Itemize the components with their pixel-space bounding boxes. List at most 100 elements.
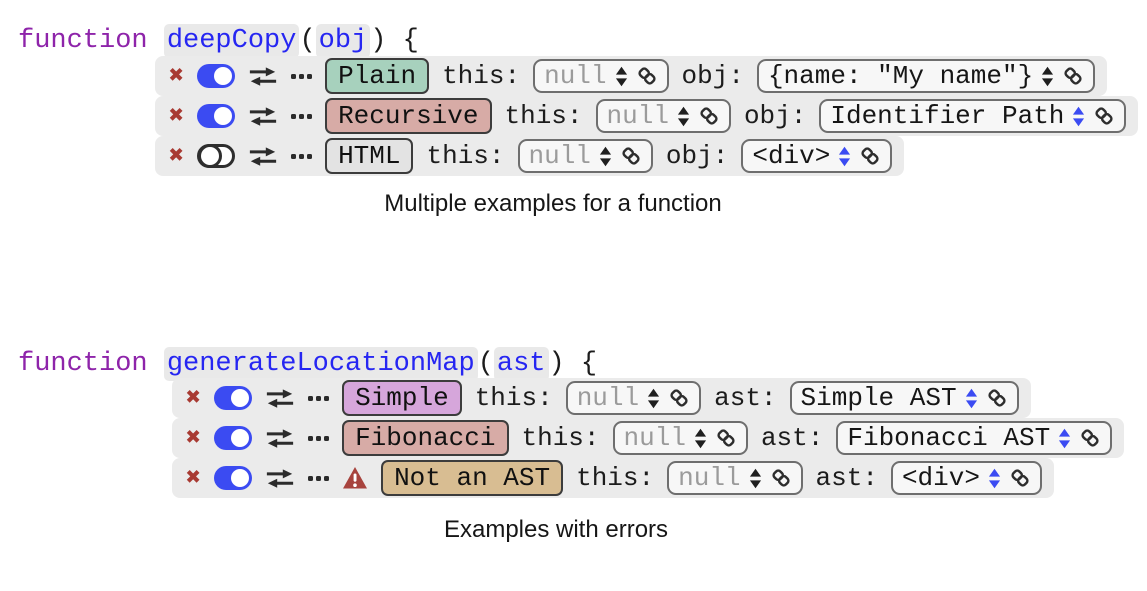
arg-label: ast: — [760, 423, 824, 453]
more-options-icon[interactable] — [291, 153, 313, 159]
toggle-knob — [231, 469, 250, 487]
link-icon[interactable] — [698, 105, 720, 127]
more-options-icon[interactable] — [308, 475, 330, 481]
more-options-icon[interactable] — [291, 73, 313, 79]
stepper-icon[interactable] — [677, 105, 690, 128]
example-enabled-toggle[interactable] — [214, 386, 253, 410]
link-icon[interactable] — [770, 467, 792, 489]
link-icon[interactable] — [859, 145, 881, 167]
this-label: this: — [576, 463, 655, 493]
link-icon[interactable] — [986, 387, 1008, 409]
stepper-icon[interactable] — [615, 65, 628, 88]
example-name-badge[interactable]: Recursive — [325, 98, 492, 134]
example-enabled-toggle[interactable] — [197, 64, 236, 88]
example-enabled-toggle[interactable] — [214, 426, 253, 450]
swap-arrows-icon[interactable] — [265, 388, 295, 409]
stepper-icon[interactable] — [965, 387, 978, 410]
delete-example-icon[interactable]: ✖ — [169, 61, 185, 91]
example-enabled-toggle[interactable] — [214, 466, 253, 490]
this-value-input[interactable]: null — [565, 381, 702, 415]
this-value-input[interactable]: null — [595, 99, 731, 133]
stepper-icon[interactable] — [1041, 65, 1054, 88]
this-value-input[interactable]: null — [533, 59, 669, 93]
link-icon[interactable] — [668, 387, 690, 409]
more-options-icon[interactable] — [308, 435, 330, 441]
swap-arrows-icon[interactable] — [265, 428, 295, 449]
input-value: null — [544, 61, 607, 91]
input-value: {name: "My name"} — [767, 61, 1034, 91]
toggle-knob — [198, 144, 223, 168]
examples-panel: ✖ Plain this: null obj: {name: "My name"… — [155, 56, 1139, 176]
this-value-input[interactable]: null — [517, 139, 653, 173]
arg-label: ast: — [815, 463, 878, 493]
arg-value-input[interactable]: {name: "My name"} — [756, 59, 1096, 93]
arg-value-input[interactable]: Fibonacci AST — [836, 421, 1113, 455]
example-row-recursive: ✖ Recursive this: null obj: Identifier P… — [155, 96, 1139, 136]
link-icon[interactable] — [1009, 467, 1031, 489]
swap-arrows-icon[interactable] — [248, 66, 278, 87]
function-name[interactable]: deepCopy — [163, 24, 300, 58]
delete-example-icon[interactable]: ✖ — [186, 463, 202, 493]
toggle-knob — [214, 107, 233, 125]
caption-block2: Examples with errors — [443, 516, 669, 543]
arg-value-input[interactable]: Identifier Path — [819, 99, 1127, 133]
link-icon[interactable] — [715, 427, 737, 449]
parameter-name[interactable]: obj — [315, 24, 371, 58]
parameter-name[interactable]: ast — [493, 347, 549, 381]
link-icon[interactable] — [620, 145, 642, 167]
stepper-icon[interactable] — [1058, 427, 1071, 450]
example-enabled-toggle[interactable] — [197, 104, 236, 128]
stepper-icon[interactable] — [647, 387, 660, 410]
toggle-knob — [231, 429, 250, 447]
link-icon[interactable] — [636, 65, 658, 87]
link-icon[interactable] — [1062, 65, 1084, 87]
stepper-icon[interactable] — [1072, 105, 1085, 128]
keyword-function: function — [18, 349, 148, 379]
delete-example-icon[interactable]: ✖ — [169, 141, 185, 171]
stepper-icon[interactable] — [599, 145, 612, 168]
swap-arrows-icon[interactable] — [248, 106, 278, 127]
examples-panel: ✖ Simple this: null ast: Simple AST ✖ Fi… — [172, 378, 1125, 498]
this-value-input[interactable]: null — [612, 421, 748, 455]
link-icon[interactable] — [1079, 427, 1101, 449]
arg-label: obj: — [665, 141, 729, 171]
function-name[interactable]: generateLocationMap — [163, 347, 478, 381]
arg-value-input[interactable]: <div> — [890, 461, 1042, 495]
caption-block1: Multiple examples for a function — [384, 190, 722, 217]
example-row-fibonacci: ✖ Fibonacci this: null ast: Fibonacci AS… — [172, 418, 1125, 458]
example-name-badge[interactable]: HTML — [325, 138, 414, 174]
example-name-badge[interactable]: Plain — [325, 58, 430, 94]
input-value: Identifier Path — [830, 101, 1065, 131]
swap-arrows-icon[interactable] — [265, 468, 295, 489]
stepper-icon[interactable] — [694, 427, 707, 450]
arg-value-input[interactable]: <div> — [741, 139, 893, 173]
stepper-icon[interactable] — [838, 145, 851, 168]
delete-example-icon[interactable]: ✖ — [186, 423, 202, 453]
stepper-icon[interactable] — [749, 467, 762, 490]
example-row-simple: ✖ Simple this: null ast: Simple AST — [172, 378, 1031, 418]
link-icon[interactable] — [1093, 105, 1115, 127]
more-options-icon[interactable] — [308, 395, 330, 401]
delete-example-icon[interactable]: ✖ — [186, 383, 202, 413]
swap-arrows-icon[interactable] — [248, 146, 278, 167]
function-signature: function deepCopy(obj) { — [18, 24, 419, 58]
arg-value-input[interactable]: Simple AST — [789, 381, 1019, 415]
more-options-icon[interactable] — [291, 113, 313, 119]
input-value: <div> — [901, 463, 980, 493]
input-value: null — [606, 101, 669, 131]
input-value: null — [528, 141, 591, 171]
example-name-badge[interactable]: Fibonacci — [342, 420, 509, 456]
stepper-icon[interactable] — [988, 467, 1001, 490]
this-label: this: — [474, 383, 553, 413]
example-name-badge[interactable]: Simple — [342, 380, 462, 416]
delete-example-icon[interactable]: ✖ — [169, 101, 185, 131]
this-value-input[interactable]: null — [667, 461, 803, 495]
example-name-badge[interactable]: Not an AST — [381, 460, 564, 496]
input-value: Fibonacci AST — [847, 423, 1051, 453]
example-row-not-an-ast: ✖ Not an AST this: null ast: <div> — [172, 458, 1054, 498]
example-enabled-toggle[interactable] — [197, 144, 236, 168]
input-value: null — [576, 383, 640, 413]
this-label: this: — [521, 423, 600, 453]
arg-label: ast: — [714, 383, 777, 413]
example-row-plain: ✖ Plain this: null obj: {name: "My name"… — [155, 56, 1108, 96]
